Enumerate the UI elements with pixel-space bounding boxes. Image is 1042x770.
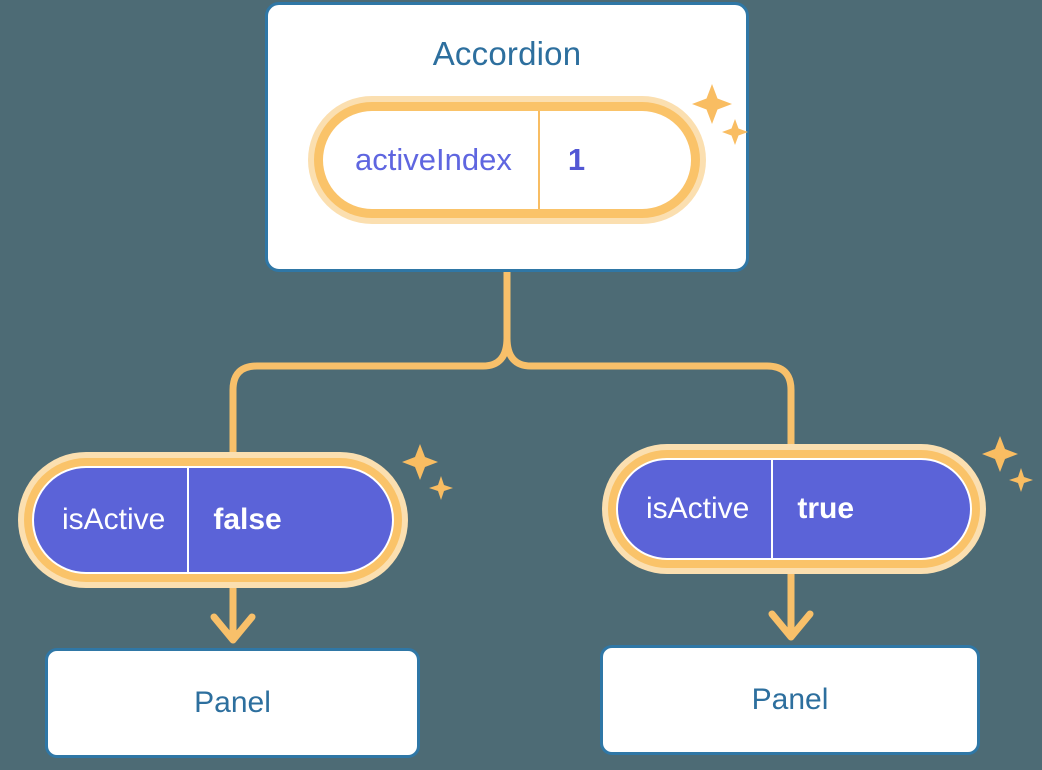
pill-content: isActive true <box>616 458 972 560</box>
state-value-label: 1 <box>537 111 619 209</box>
sparkle-group-right <box>982 436 1033 492</box>
arrow-left-head <box>210 613 256 644</box>
state-key-label: isActive <box>646 492 750 525</box>
state-key-label: isActive <box>62 503 166 536</box>
state-value-label: false <box>187 468 311 572</box>
state-pill-is-active-false[interactable]: isActive false <box>18 452 408 588</box>
pill-content: activeIndex 1 <box>323 111 691 209</box>
four-point-star-small-icon <box>1009 468 1033 492</box>
state-key-label: activeIndex <box>355 142 512 177</box>
connector-left-branch <box>229 334 511 474</box>
panel-title: Panel <box>751 683 829 716</box>
state-pill-is-active-true[interactable]: isActive true <box>602 444 986 574</box>
pill-solid-ring: isActive true <box>608 450 980 568</box>
pill-glow-ring: activeIndex 1 <box>308 96 706 224</box>
state-value-label: true <box>771 460 884 558</box>
pill-glow-ring: isActive false <box>18 452 408 588</box>
state-pill-active-index[interactable]: activeIndex 1 <box>308 96 706 224</box>
four-point-star-small-icon <box>429 476 453 500</box>
four-point-star-icon <box>982 436 1018 472</box>
panel-title: Panel <box>194 686 271 719</box>
panel-card-left[interactable]: Panel <box>45 648 420 758</box>
arrow-right-head <box>768 610 814 641</box>
pill-glow-ring: isActive true <box>602 444 986 574</box>
pill-solid-ring: isActive false <box>24 458 402 582</box>
pill-content: isActive false <box>32 466 394 574</box>
accordion-title: Accordion <box>432 35 582 72</box>
panel-card-right[interactable]: Panel <box>600 645 980 755</box>
pill-solid-ring: activeIndex 1 <box>314 102 700 218</box>
